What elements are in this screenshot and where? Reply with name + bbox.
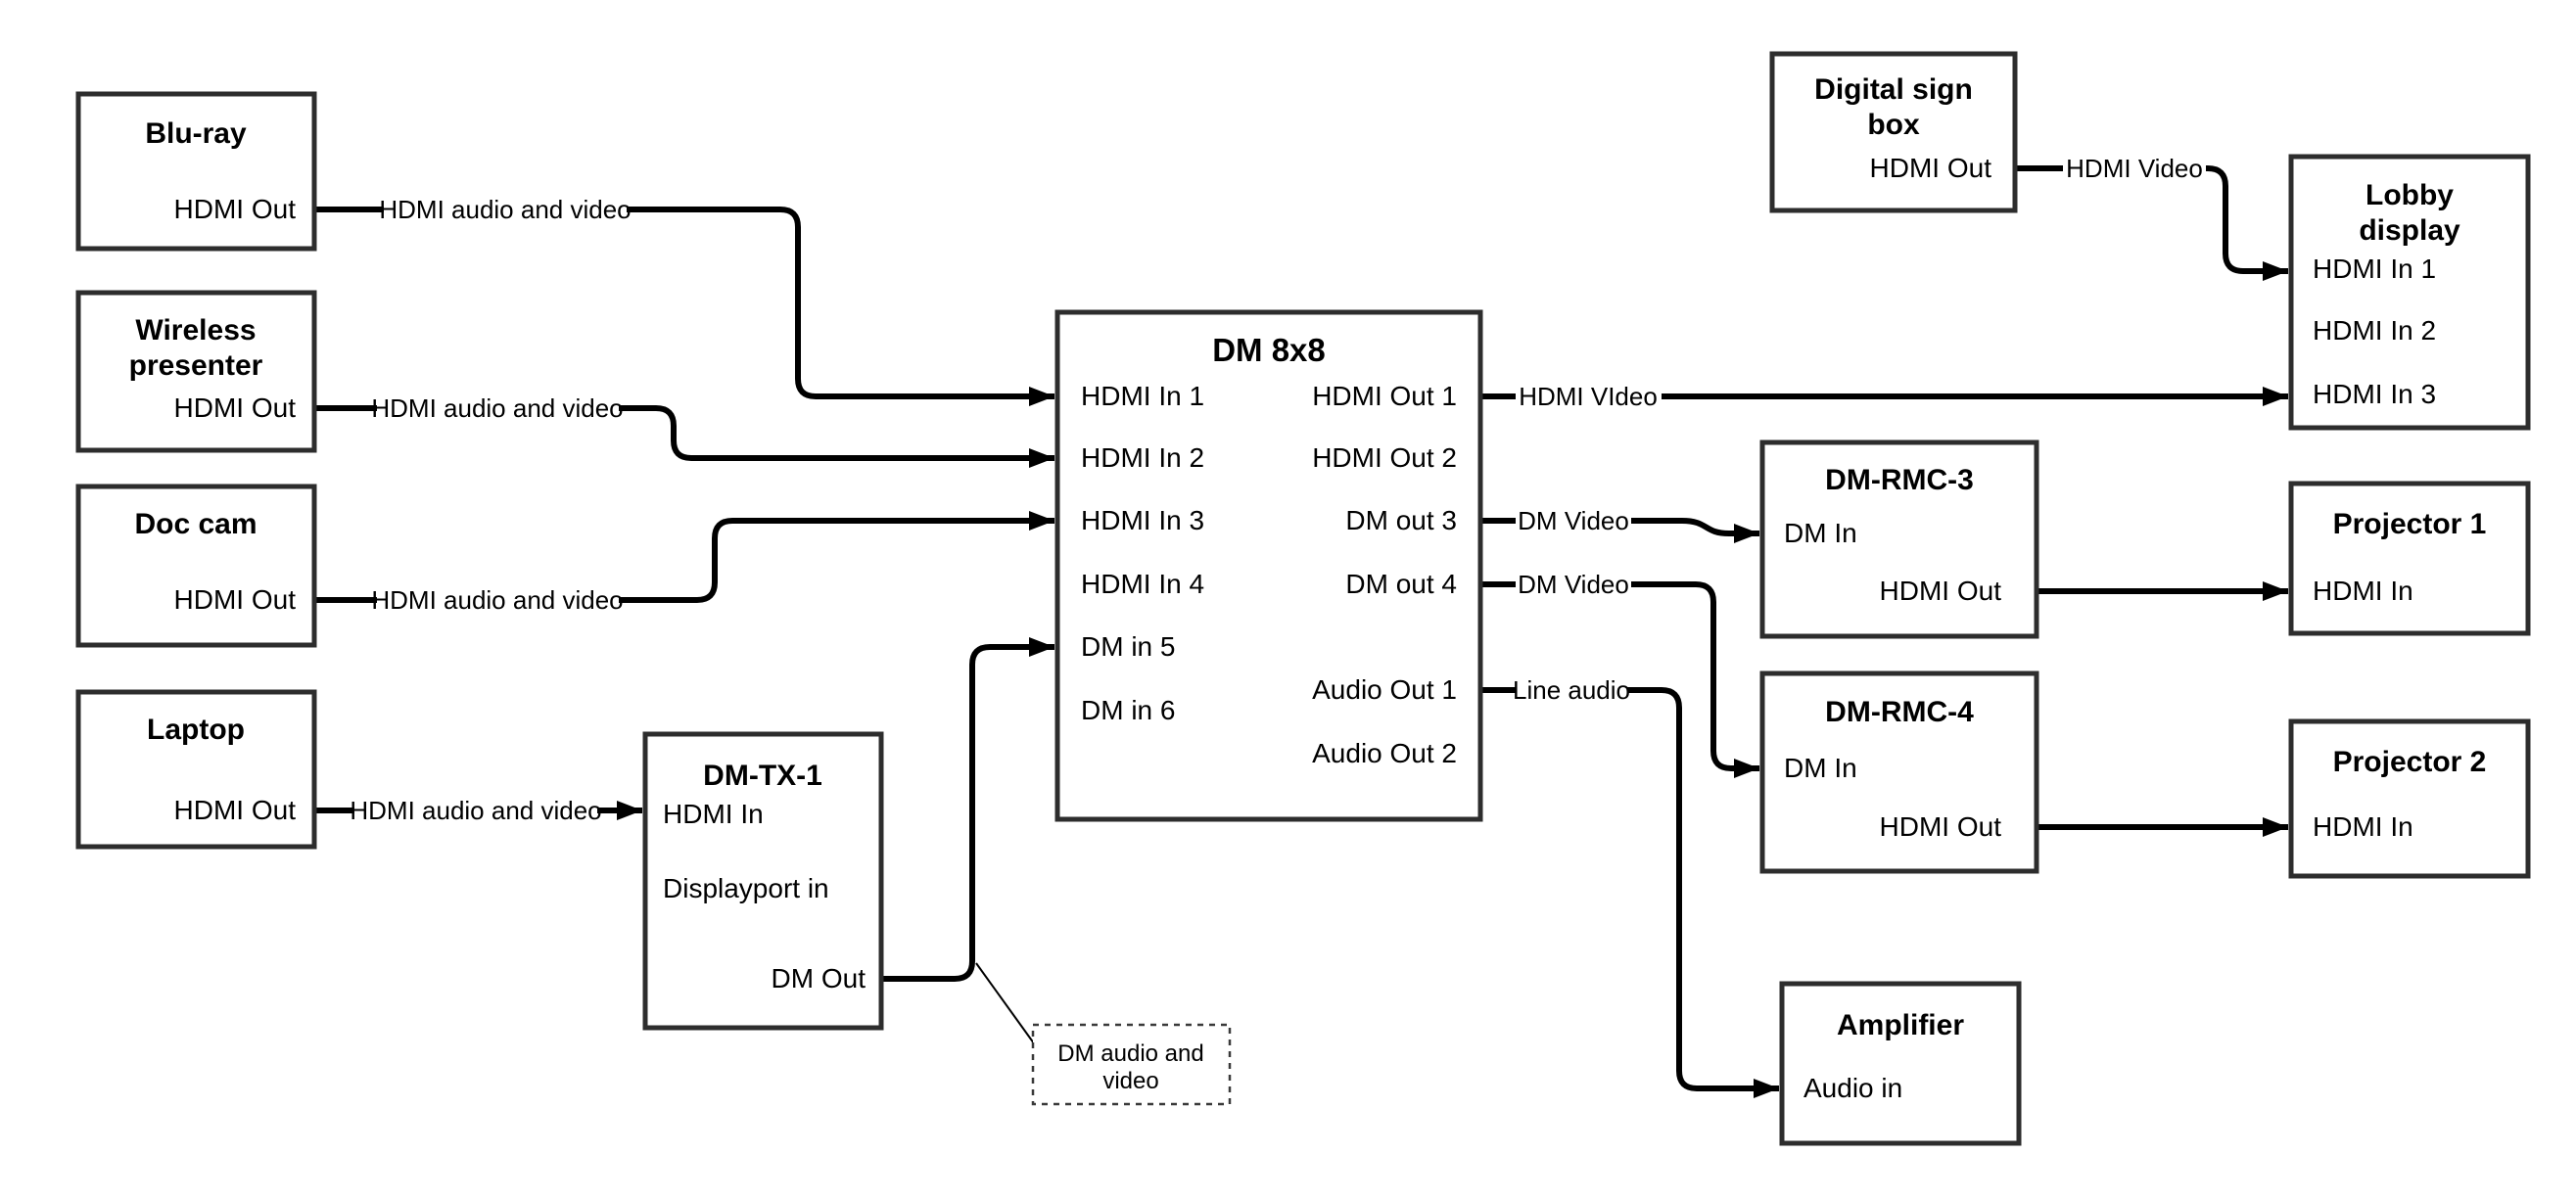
node-blu-ray: Blu-ray HDMI Out: [75, 91, 317, 252]
port-doc-cam-hdmi-out: HDMI Out: [174, 584, 297, 615]
edge-label-out3-to-rmc3: DM Video: [1518, 506, 1629, 535]
node-doc-cam-title: Doc cam: [134, 508, 257, 540]
port-dm-8x8-dm-in-5: DM in 5: [1081, 631, 1175, 662]
port-dm-8x8-hdmi-out-2: HDMI Out 2: [1312, 442, 1457, 473]
node-dm-rmc-4-box: [1759, 670, 2039, 874]
node-projector-2-title: Projector 2: [2333, 746, 2487, 778]
node-laptop: Laptop HDMI Out: [75, 689, 317, 850]
edge-bluray-to-dm8x8-in1-b: [627, 207, 1054, 406]
port-dm-rmc-3-hdmi-out: HDMI Out: [1880, 576, 2002, 606]
port-dm-rmc-3-dm-in: DM In: [1784, 518, 1857, 548]
port-blu-ray-hdmi-out: HDMI Out: [174, 194, 297, 224]
node-dm-8x8-title: DM 8x8: [1212, 332, 1326, 368]
node-projector-1-title: Projector 1: [2333, 508, 2487, 540]
port-dm-8x8-dm-out-4: DM out 4: [1345, 569, 1457, 599]
note-dm-audio-and-video-line1: DM audio and: [1057, 1040, 1203, 1067]
port-dm-8x8-hdmi-in-1: HDMI In 1: [1081, 381, 1204, 411]
edge-label-doccam-to-in3: HDMI audio and video: [371, 585, 623, 615]
node-digital-sign-box-box: [1769, 51, 2018, 213]
edge-label-laptop-to-tx: HDMI audio and video: [350, 796, 601, 825]
node-lobby-display: Lobby display HDMI In 1 HDMI In 2 HDMI I…: [2288, 154, 2531, 431]
node-dm-rmc-4-title: DM-RMC-4: [1825, 696, 1974, 728]
node-wireless-presenter-title-line2: presenter: [129, 349, 263, 382]
port-dm-8x8-audio-out-2: Audio Out 2: [1312, 738, 1457, 768]
port-dm-rmc-4-dm-in: DM In: [1784, 753, 1857, 783]
node-dm-8x8-box: [1054, 309, 1483, 822]
port-dm-8x8-hdmi-in-4: HDMI In 4: [1081, 569, 1204, 599]
node-digital-sign-box-title-line2: box: [1867, 109, 1920, 141]
node-projector-1: Projector 1 HDMI In: [2288, 481, 2531, 636]
note-dm-audio-and-video-line2: video: [1102, 1068, 1158, 1094]
port-projector-2-hdmi-in: HDMI In: [2313, 811, 2413, 842]
port-laptop-hdmi-out: HDMI Out: [174, 795, 297, 825]
edge-label-audio1-to-amp: Line audio: [1513, 675, 1630, 705]
node-dm-rmc-3-title: DM-RMC-3: [1825, 464, 1974, 496]
node-doc-cam: Doc cam HDMI Out: [75, 484, 317, 648]
node-laptop-title: Laptop: [147, 714, 245, 746]
node-projector-1-box: [2288, 481, 2531, 636]
edge-label-out1-to-lobby: HDMI VIdeo: [1519, 382, 1658, 411]
port-lobby-hdmi-in-1: HDMI In 1: [2313, 254, 2436, 284]
port-wireless-hdmi-out: HDMI Out: [174, 393, 297, 423]
port-dm-8x8-audio-out-1: Audio Out 1: [1312, 674, 1457, 705]
node-dm-tx-1-title: DM-TX-1: [703, 760, 822, 792]
node-wireless-presenter-box: [75, 290, 317, 453]
edge-dm8x8-out4-to-rmc4-b: [1631, 581, 1759, 778]
port-amplifier-audio-in: Audio in: [1803, 1073, 1902, 1103]
port-dm-tx-1-hdmi-in: HDMI In: [663, 799, 764, 829]
port-dm-tx-1-displayport-in: Displayport in: [663, 873, 829, 903]
node-projector-2-box: [2288, 718, 2531, 879]
edge-sign-to-lobby-b: [2206, 165, 2288, 281]
port-dm-tx-1-dm-out: DM Out: [772, 963, 866, 993]
node-lobby-display-box: [2288, 154, 2531, 431]
node-laptop-box: [75, 689, 317, 850]
port-digital-sign-hdmi-out: HDMI Out: [1870, 153, 1992, 183]
node-amplifier-box: [1779, 981, 2022, 1146]
node-dm-tx-1-box: [642, 731, 884, 1031]
node-projector-2: Projector 2 HDMI In: [2288, 718, 2531, 879]
port-dm-8x8-hdmi-in-2: HDMI In 2: [1081, 442, 1204, 473]
node-digital-sign-box-title-line1: Digital sign: [1814, 73, 1973, 106]
node-wireless-presenter: Wireless presenter HDMI Out: [75, 290, 317, 453]
edge-doccam-to-dm8x8-in3-b: [619, 511, 1054, 603]
edge-dm8x8-out3-to-rmc3-b: [1631, 518, 1759, 543]
node-lobby-display-title-line2: display: [2359, 214, 2460, 247]
node-blu-ray-title: Blu-ray: [145, 117, 247, 150]
port-dm-8x8-dm-out-3: DM out 3: [1345, 505, 1457, 535]
edge-wireless-to-dm8x8-in2-b: [619, 405, 1054, 468]
port-dm-8x8-hdmi-out-1: HDMI Out 1: [1312, 381, 1457, 411]
node-dm-rmc-3-box: [1759, 439, 2039, 639]
port-dm-rmc-4-hdmi-out: HDMI Out: [1880, 811, 2002, 842]
node-dm-rmc-4: DM-RMC-4 DM In HDMI Out: [1759, 670, 2039, 874]
edge-label-bluray-to-in1: HDMI audio and video: [379, 195, 631, 224]
node-dm-tx-1: DM-TX-1 HDMI In Displayport in DM Out: [642, 731, 884, 1031]
node-dm-8x8: DM 8x8 HDMI In 1 HDMI In 2 HDMI In 3 HDM…: [1054, 309, 1483, 822]
edge-label-out4-to-rmc4: DM Video: [1518, 570, 1629, 599]
node-digital-sign-box: Digital sign box HDMI Out: [1769, 51, 2018, 213]
edge-dmtx1-to-dm8x8-in5: [881, 637, 1054, 982]
note-callout-line: [975, 962, 1035, 1044]
edge-label-wireless-to-in2: HDMI audio and video: [371, 393, 623, 423]
node-doc-cam-box: [75, 484, 317, 648]
node-lobby-display-title-line1: Lobby: [2365, 179, 2454, 211]
port-lobby-hdmi-in-2: HDMI In 2: [2313, 315, 2436, 346]
node-wireless-presenter-title-line1: Wireless: [135, 314, 256, 346]
edge-label-sign-to-lobby: HDMI Video: [2066, 154, 2203, 183]
edge-dm8x8-audio1-to-amp-b: [1627, 687, 1779, 1098]
port-dm-8x8-dm-in-6: DM in 6: [1081, 695, 1175, 725]
node-amplifier-title: Amplifier: [1837, 1009, 1964, 1041]
node-blu-ray-box: [75, 91, 317, 252]
port-dm-8x8-hdmi-in-3: HDMI In 3: [1081, 505, 1204, 535]
note-dm-audio-and-video-box: [1031, 1023, 1232, 1106]
port-projector-1-hdmi-in: HDMI In: [2313, 576, 2413, 606]
node-dm-rmc-3: DM-RMC-3 DM In HDMI Out: [1759, 439, 2039, 639]
node-amplifier: Amplifier Audio in: [1779, 981, 2022, 1146]
port-lobby-hdmi-in-3: HDMI In 3: [2313, 379, 2436, 409]
edges: HDMI audio and video HDMI audio and vide…: [314, 154, 2288, 1098]
note-dm-audio-and-video: DM audio and video: [1031, 1023, 1232, 1106]
